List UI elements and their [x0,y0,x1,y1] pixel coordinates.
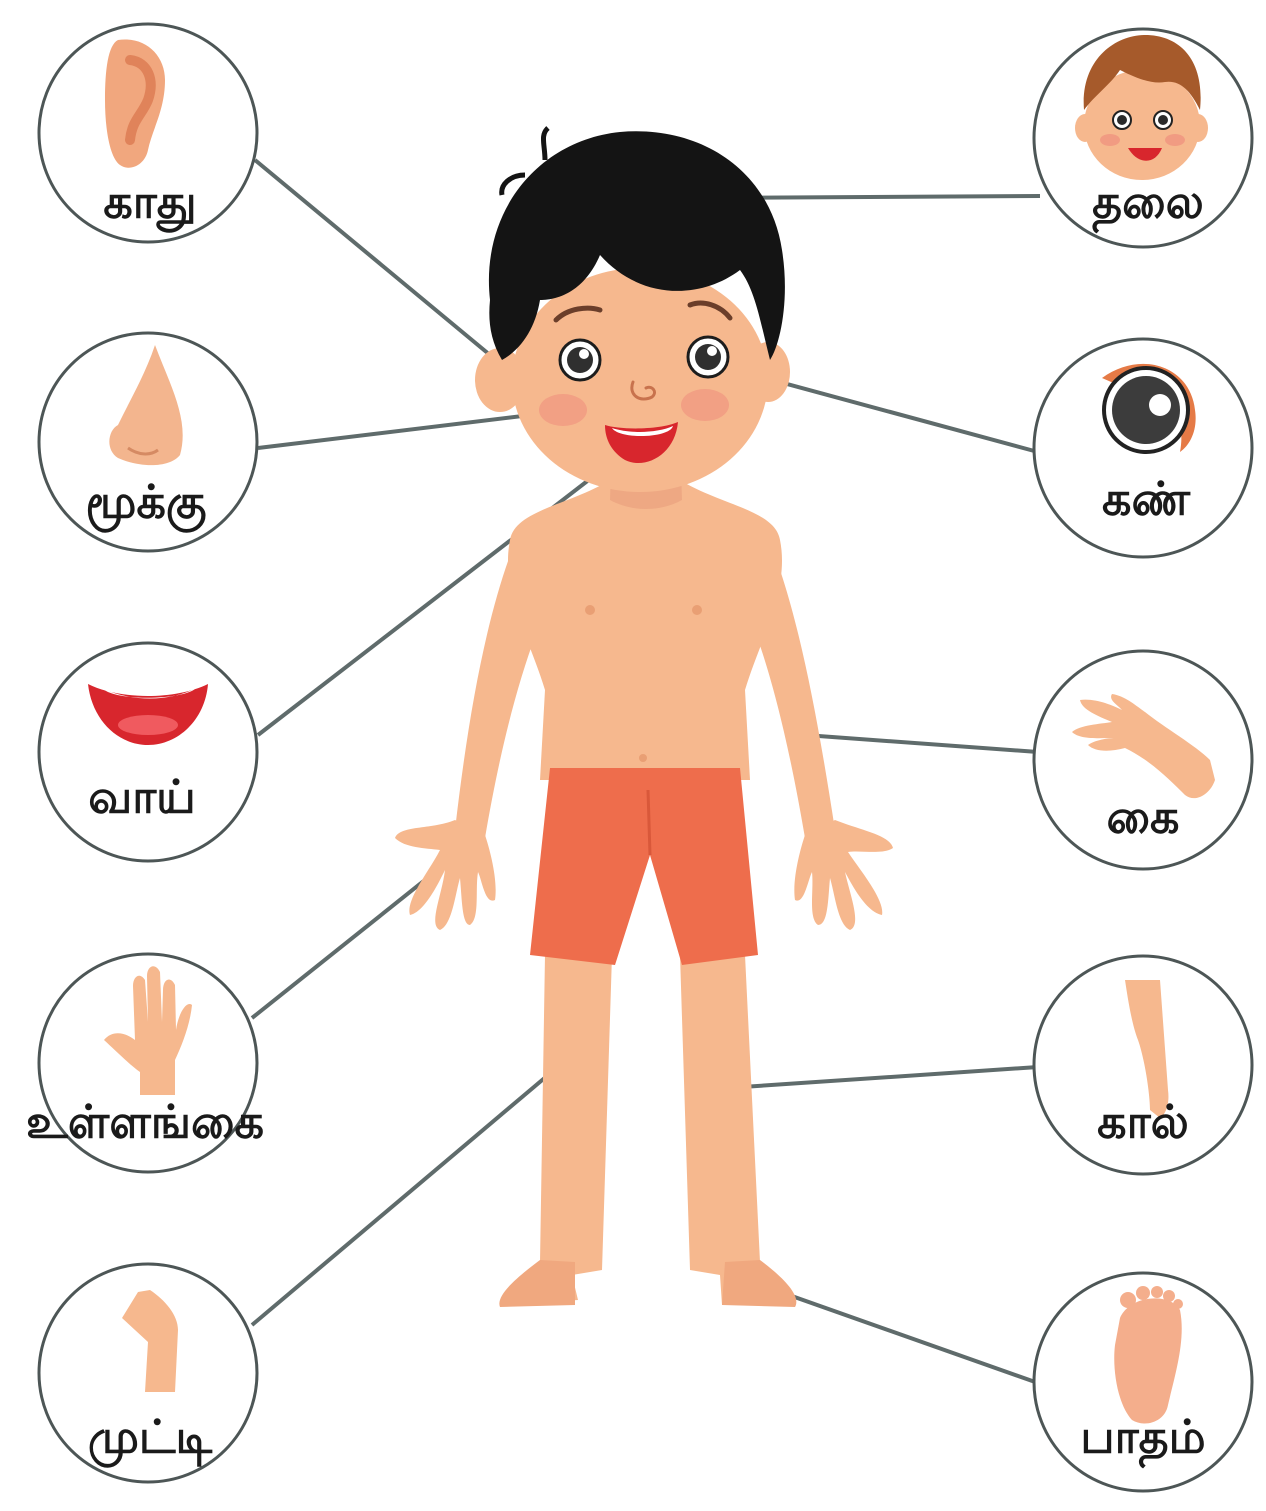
boy-left-foot [499,1260,575,1307]
boy-shorts [530,768,758,965]
boy-left-hand [395,820,496,930]
label-leg: கால் [1097,1095,1189,1156]
connector-leg [742,1067,1038,1087]
label-hand: கை [1107,790,1180,851]
boy-nipple-left [585,605,595,615]
boy-nipple-right [692,605,702,615]
boy-right-foot [722,1260,796,1307]
label-nose: மூக்கு [86,475,207,536]
boy-right-leg [680,955,794,1305]
connector-ear [255,160,490,355]
boy-figure [395,128,893,1307]
label-palm: உள்ளங்கை [26,1095,264,1156]
boy-right-hand [794,820,893,930]
label-ear: காது [103,175,196,236]
boy-left-leg [504,955,612,1305]
label-knee: முட்டி [88,1410,212,1471]
label-foot: பாதம் [1080,1410,1205,1471]
boy-right-glint [707,346,717,356]
boy-right-pupil [695,344,721,370]
boy-left-pupil [567,347,593,373]
label-eye: கண் [1102,472,1190,533]
boy-shorts-crease [648,790,650,855]
boy-right-cheek [681,389,729,421]
boy-torso [508,480,782,780]
boy-navel [639,754,647,762]
label-head: தலை [1092,175,1204,236]
boy-left-cheek [539,394,587,426]
boy-left-glint [579,349,589,359]
label-mouth: வாய் [88,770,196,831]
connector-hand [805,735,1038,752]
